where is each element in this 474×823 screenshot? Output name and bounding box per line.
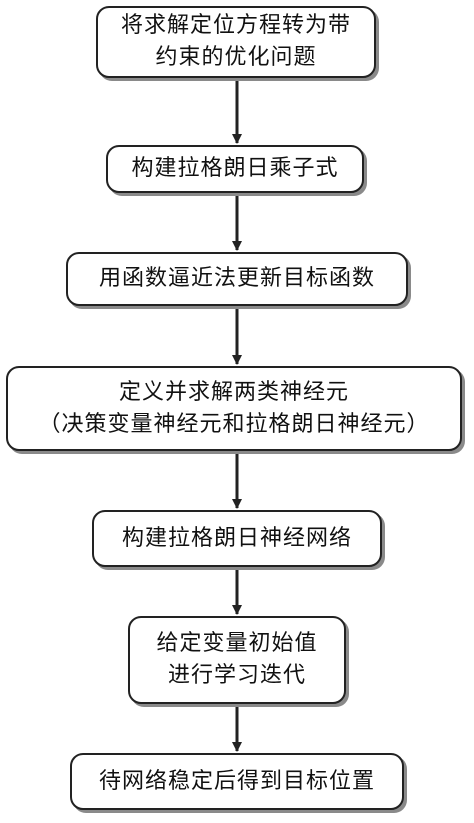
flow-step-2: 构建拉格朗日乘子式 [106, 145, 364, 193]
flow-step-6: 给定变量初始值 进行学习迭代 [128, 616, 346, 704]
flow-step-1: 将求解定位方程转为带 约束的优化问题 [96, 6, 376, 78]
flow-step-6-line-2: 进行学习迭代 [167, 663, 306, 688]
flow-step-5: 构建拉格朗日神经网络 [92, 510, 382, 567]
flow-step-2-line-1: 构建拉格朗日乘子式 [131, 156, 339, 181]
flow-step-6-line-1: 给定变量初始值 [156, 631, 318, 656]
flow-step-5-line-1: 构建拉格朗日神经网络 [121, 525, 352, 551]
flow-step-1-line-1: 将求解定位方程转为带 [120, 13, 351, 38]
flow-step-4-line-2: （决策变量神经元和拉格朗日神经元） [38, 411, 430, 437]
flow-step-4: 定义并求解两类神经元 （决策变量神经元和拉格朗日神经元） [6, 366, 462, 451]
flow-step-7-line-1: 待网络稳定后得到目标位置 [98, 768, 375, 794]
flow-step-3-line-1: 用函数逼近法更新目标函数 [98, 266, 375, 291]
flow-step-7: 待网络稳定后得到目标位置 [70, 753, 404, 810]
flow-step-4-line-1: 定义并求解两类神经元 [118, 379, 349, 405]
flow-step-3: 用函数逼近法更新目标函数 [66, 252, 408, 306]
flow-step-1-line-2: 约束的优化问题 [155, 45, 317, 70]
